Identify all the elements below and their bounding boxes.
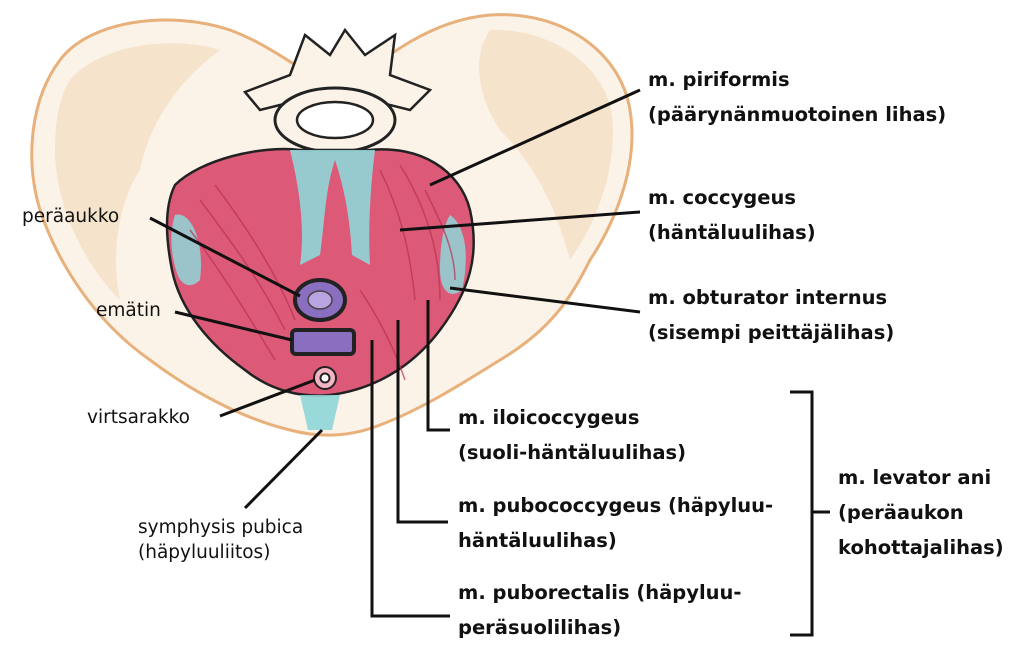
- leader-symphysis: [245, 430, 322, 508]
- vertebral-canal: [297, 102, 373, 138]
- label-ematin: emätin: [96, 298, 161, 323]
- label-piriformis: m. piriformis (päärynänmuotoinen lihas): [648, 62, 946, 132]
- levator-bracket: [790, 392, 812, 635]
- label-virtsarakko: virtsarakko: [87, 405, 190, 430]
- label-puborectalis: m. puborectalis (häpyluu- peräsuolilihas…: [458, 575, 742, 645]
- pubococcygeus-finnish: häntäluulihas): [458, 523, 773, 558]
- urethra-inner: [321, 374, 330, 383]
- iliococcygeus-name: m. iloicoccygeus: [458, 400, 686, 435]
- iliococcygeus-finnish: (suoli-häntäluulihas): [458, 435, 686, 470]
- label-pubococcygeus: m. pubococcygeus (häpyluu- häntäluulihas…: [458, 488, 773, 558]
- symphysis-name: symphysis pubica: [138, 515, 303, 540]
- label-peraaukko: peräaukko: [22, 204, 119, 229]
- levator-name: m. levator ani: [838, 460, 1004, 495]
- obturator-name: m. obturator internus: [648, 280, 894, 315]
- piriformis-name: m. piriformis: [648, 62, 946, 97]
- levator-finnish-1: (peräaukon: [838, 495, 1004, 530]
- label-iliococcygeus: m. iloicoccygeus (suoli-häntäluulihas): [458, 400, 686, 470]
- levator-finnish-2: kohottajalihas): [838, 530, 1004, 565]
- anus-inner: [308, 291, 332, 309]
- obturator-finnish: (sisempi peittäjälihas): [648, 315, 894, 350]
- label-symphysis: symphysis pubica (häpyluuliitos): [138, 515, 303, 565]
- coccygeus-name: m. coccygeus: [648, 180, 816, 215]
- puborectalis-finnish: peräsuolilihas): [458, 610, 742, 645]
- label-obturator: m. obturator internus (sisempi peittäjäl…: [648, 280, 894, 350]
- coccygeus-finnish: (häntäluulihas): [648, 215, 816, 250]
- label-coccygeus: m. coccygeus (häntäluulihas): [648, 180, 816, 250]
- pubococcygeus-name: m. pubococcygeus (häpyluu-: [458, 488, 773, 523]
- vagina-organ: [292, 330, 354, 354]
- piriformis-finnish: (päärynänmuotoinen lihas): [648, 97, 946, 132]
- symphysis-finnish: (häpyluuliitos): [138, 540, 303, 565]
- puborectalis-name: m. puborectalis (häpyluu-: [458, 575, 742, 610]
- label-levator: m. levator ani (peräaukon kohottajalihas…: [838, 460, 1004, 565]
